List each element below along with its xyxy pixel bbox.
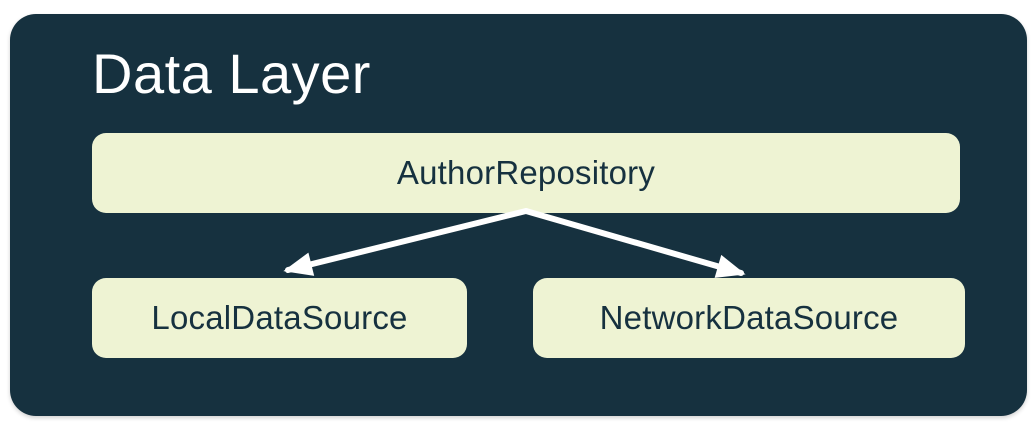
arrow-repository-to-local (283, 208, 529, 276)
node-local-data-source-label: LocalDataSource (151, 299, 408, 336)
node-local-data-source: LocalDataSource (92, 278, 467, 358)
node-network-data-source: NetworkDataSource (533, 278, 965, 358)
node-author-repository: AuthorRepository (92, 133, 960, 213)
data-layer-container: Data Layer AuthorRepository LocalDataSou… (10, 14, 1027, 416)
diagram-title: Data Layer (92, 42, 371, 105)
arrow-repository-to-network (523, 208, 746, 278)
node-author-repository-label: AuthorRepository (396, 154, 656, 191)
node-network-data-source-label: NetworkDataSource (599, 299, 899, 336)
